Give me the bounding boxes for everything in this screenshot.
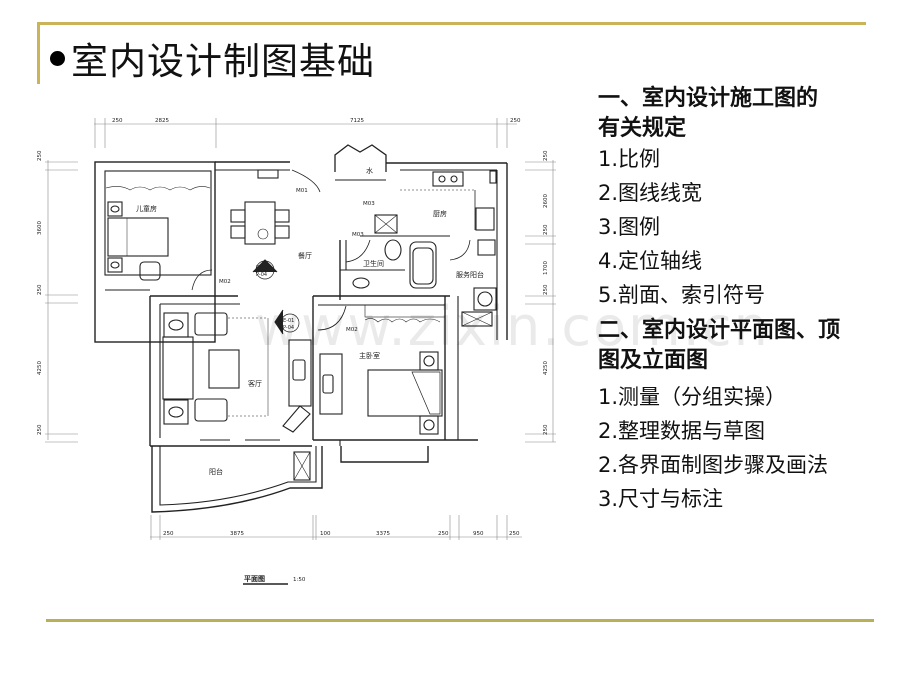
outline-panel: 一、室内设计施工图的 有关规定 1.比例 2.图线线宽 3.图例 4.定位轴线 … xyxy=(598,84,898,519)
door-label: M03 xyxy=(363,201,375,207)
dim-bottom-5: 250 xyxy=(438,531,449,537)
room-label-kitchen: 厨房 xyxy=(433,209,447,218)
dim-bottom-1: 250 xyxy=(163,531,174,537)
title-top-rule xyxy=(38,22,866,25)
dim-bottom-2: 3875 xyxy=(230,531,244,537)
outline-item: 2.图线线宽 xyxy=(598,181,703,205)
plan-caption: 平面图 xyxy=(244,574,265,583)
room-label-balcony: 阳台 xyxy=(209,467,223,476)
slide-title-text: 室内设计制图基础 xyxy=(71,40,375,83)
dim-right-4: 1700 xyxy=(543,261,549,275)
outline-item: 2.各界面制图步骤及画法 xyxy=(598,453,829,477)
door-label: M02 xyxy=(346,327,358,333)
door-label: M02 xyxy=(219,279,231,285)
dim-top-3: 7125 xyxy=(350,118,364,124)
dim-top-2: 2825 xyxy=(155,118,169,124)
index-mark-top: E-01 xyxy=(283,318,294,324)
section1-heading-line2: 有关规定 xyxy=(598,116,687,141)
index-mark-bottom: P-04 xyxy=(283,325,294,331)
dim-bottom-7: 250 xyxy=(509,531,520,537)
room-label-child: 儿童房 xyxy=(136,204,157,213)
section1-heading-line1: 一、室内设计施工图的 xyxy=(598,86,819,111)
outline-item: 2.整理数据与草图 xyxy=(598,419,766,443)
dim-bottom-3: 100 xyxy=(320,531,331,537)
dim-left-3: 250 xyxy=(37,284,43,295)
outline-item: 1.测量（分组实操） xyxy=(598,385,787,409)
title-left-rule xyxy=(37,22,40,84)
dim-right-6: 4250 xyxy=(543,361,549,375)
index-mark-bottom: P-04 xyxy=(256,272,267,278)
dim-right-5: 250 xyxy=(543,284,549,295)
room-label-water: 水 xyxy=(366,166,373,175)
index-mark-top: E-02 xyxy=(256,265,267,271)
footer-rule xyxy=(46,619,874,622)
floor-plan-drawing: 250 2825 7125 250 250 3875 100 3375 250 … xyxy=(37,118,556,585)
room-label-master-bedroom: 主卧室 xyxy=(359,351,380,360)
door-label: M03 xyxy=(352,232,364,238)
dim-bottom-4: 3375 xyxy=(376,531,390,537)
dim-bottom-6: 950 xyxy=(473,531,484,537)
dim-left-4: 4250 xyxy=(37,361,43,375)
section2-heading: 二、室内设计平面图、顶 图及立面图 xyxy=(598,316,898,376)
dim-right-2: 2600 xyxy=(543,194,549,208)
dim-left-5: 250 xyxy=(37,424,43,435)
section1-heading: 一、室内设计施工图的 有关规定 xyxy=(598,84,898,144)
outline-item: 1.比例 xyxy=(598,147,661,171)
section2-heading-line1: 二、室内设计平面图、顶 xyxy=(598,318,841,343)
room-label-service-balcony: 服务阳台 xyxy=(456,270,484,279)
outline-item: 3.图例 xyxy=(598,215,661,239)
dim-left-1: 250 xyxy=(37,150,43,161)
dim-right-7: 250 xyxy=(543,424,549,435)
room-label-dining: 餐厅 xyxy=(298,251,312,260)
dim-left-2: 3600 xyxy=(37,221,43,235)
dim-right-1: 250 xyxy=(543,150,549,161)
slide-title: 室内设计制图基础 xyxy=(50,33,375,83)
door-label: M01 xyxy=(296,188,308,194)
section2-heading-line2: 图及立面图 xyxy=(598,348,709,373)
dim-top-4: 250 xyxy=(510,118,521,124)
dim-top-1: 250 xyxy=(112,118,123,124)
bullet-icon xyxy=(50,50,65,66)
room-label-bathroom: 卫生间 xyxy=(363,259,384,268)
outline-item: 5.剖面、索引符号 xyxy=(598,283,766,307)
plan-scale: 1:50 xyxy=(293,577,306,583)
dim-right-3: 250 xyxy=(543,224,549,235)
outline-item: 4.定位轴线 xyxy=(598,249,703,273)
outline-item: 3.尺寸与标注 xyxy=(598,487,724,511)
room-label-living: 客厅 xyxy=(248,379,262,388)
